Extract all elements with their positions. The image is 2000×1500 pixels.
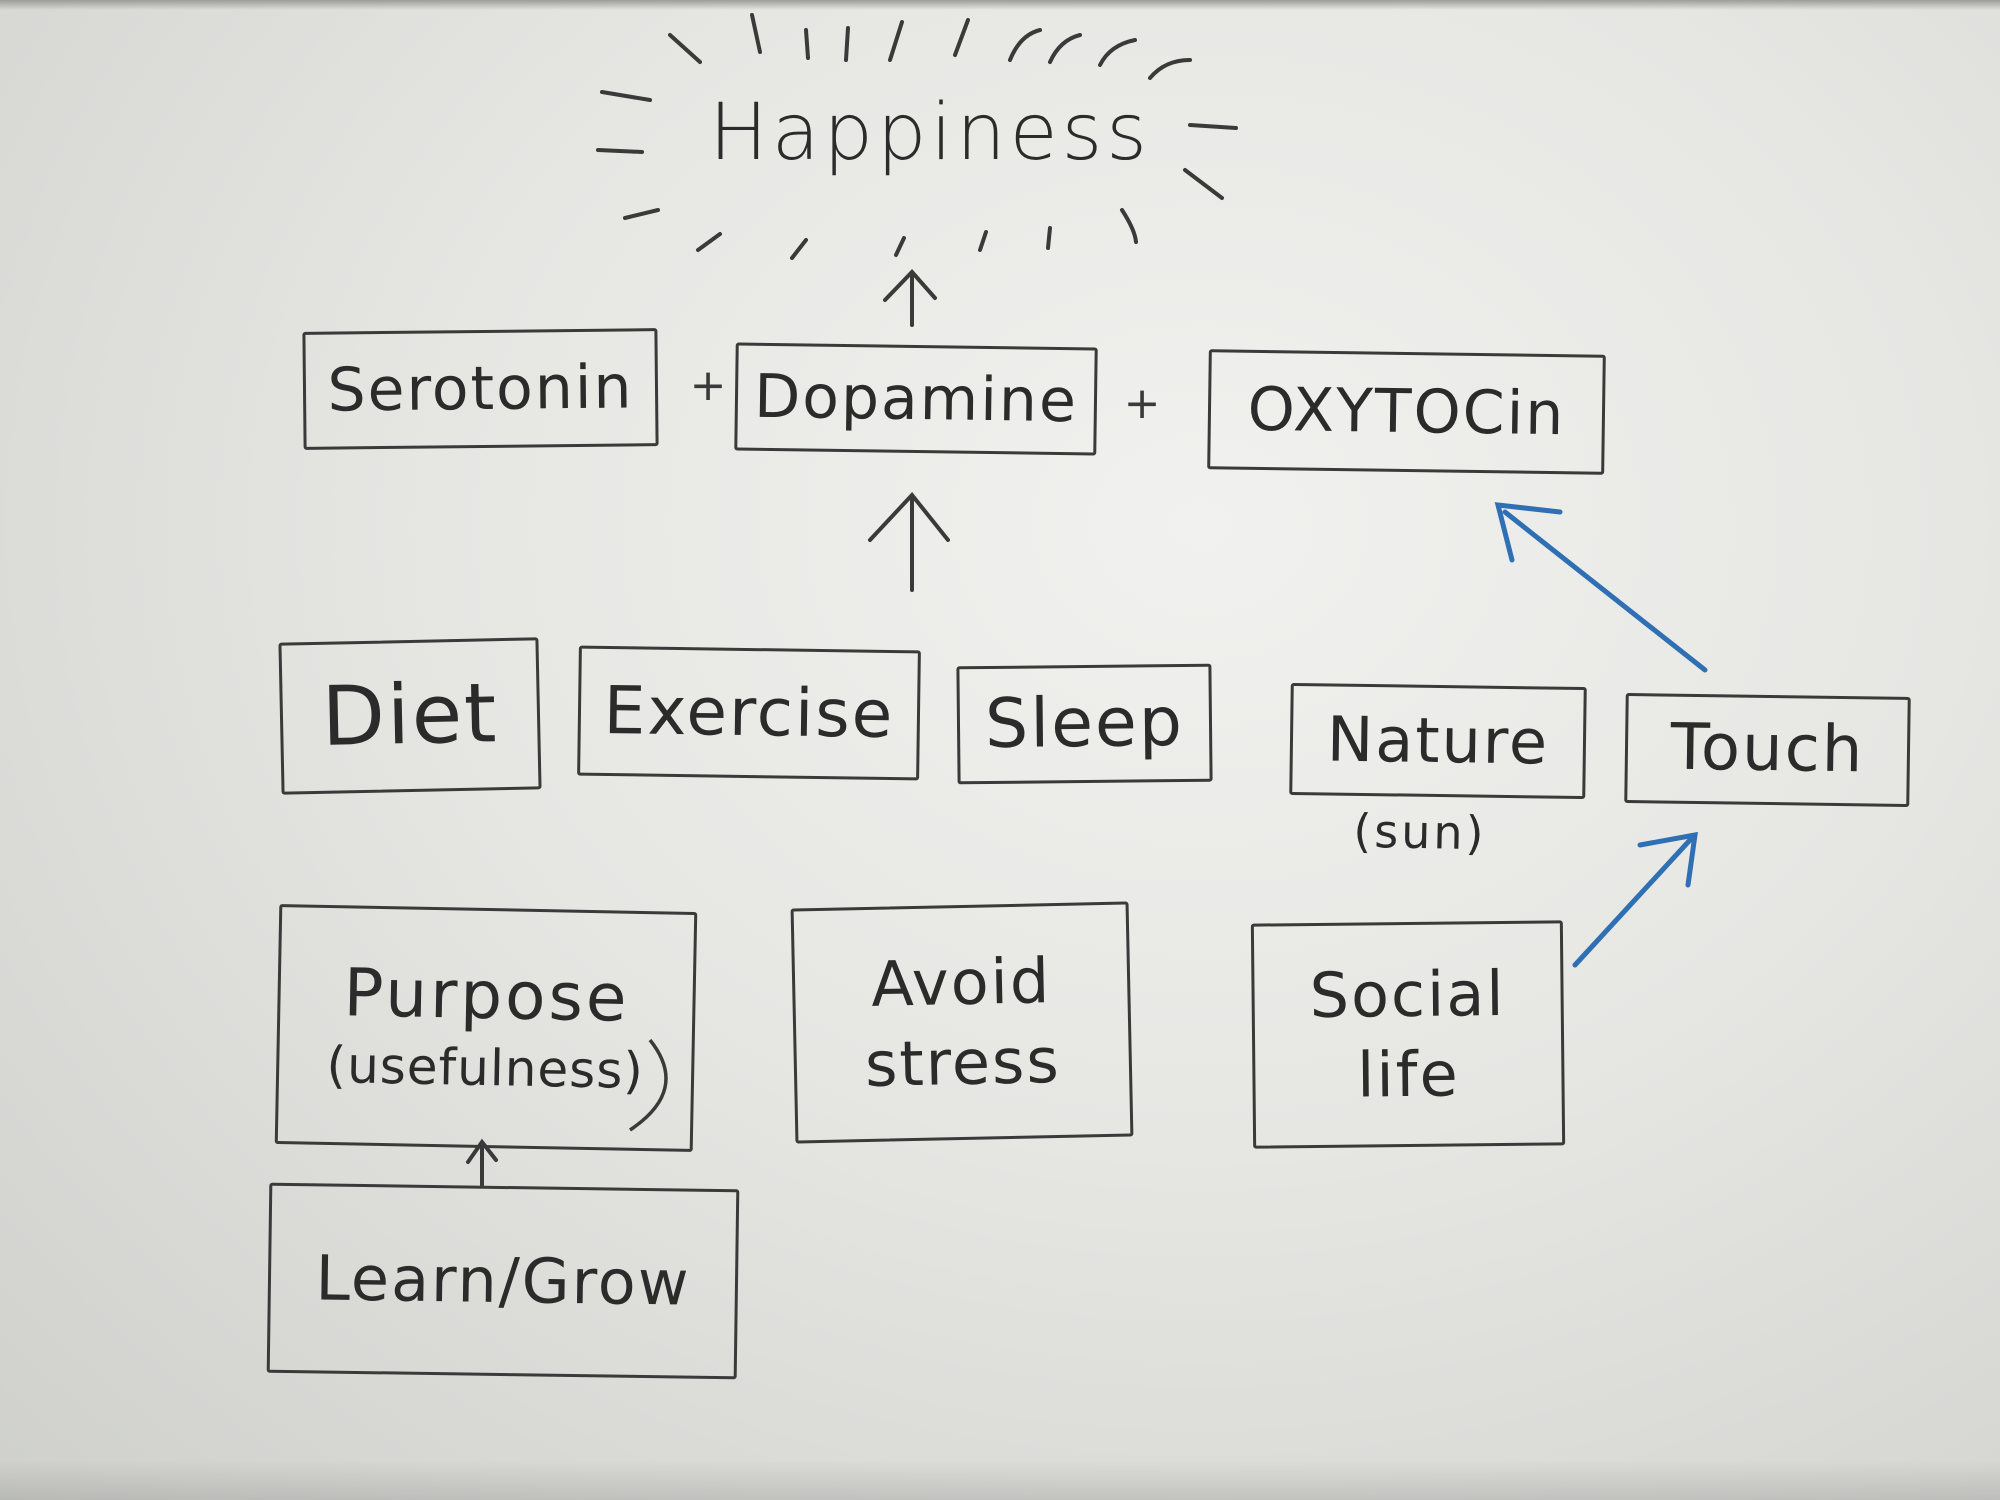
oxytocin-label: OXYTOCin [1247, 374, 1566, 449]
serotonin-label: Serotonin [327, 351, 634, 426]
diet-label: Diet [320, 666, 500, 765]
ray [1008, 28, 1042, 62]
blue-arrows [1494, 502, 1708, 968]
arrowhead [466, 1138, 498, 1164]
serotonin-box: Serotonin [302, 328, 659, 450]
ray [623, 208, 660, 220]
learn-grow-label: Learn/Grow [315, 1241, 691, 1320]
ray [804, 28, 810, 60]
diet-box: Diet [278, 637, 542, 795]
purpose-label: Purpose [342, 954, 631, 1038]
social-label: Social [1309, 957, 1506, 1033]
ray [1048, 33, 1082, 64]
exercise-box: Exercise [577, 645, 921, 781]
ray [596, 148, 644, 154]
paren-stroke [629, 1038, 668, 1132]
arrowhead [1637, 831, 1698, 888]
arrowhead [868, 491, 950, 542]
nature-label: Nature [1326, 702, 1550, 779]
life-label: life [1356, 1036, 1461, 1112]
sunburst-rays [596, 13, 1238, 260]
dopamine-label: Dopamine [753, 361, 1079, 436]
ray [600, 90, 652, 102]
nature-box: Nature [1289, 682, 1587, 800]
arrow-touch-to-oxytocin [1502, 509, 1708, 673]
ray [1120, 208, 1138, 244]
dopamine-box: Dopamine [734, 342, 1098, 456]
avoid-stress-box: Avoid stress [790, 901, 1134, 1144]
ray [953, 18, 970, 57]
ray [1183, 168, 1224, 200]
purpose-box: Purpose (usefulness) [274, 904, 698, 1152]
oxytocin-box: OXYTOCin [1207, 349, 1606, 475]
arrowhead [1494, 502, 1563, 563]
sleep-box: Sleep [956, 663, 1213, 785]
arrow-social-to-touch [1572, 837, 1693, 968]
sleep-label: Sleep [984, 682, 1185, 764]
ray [790, 238, 808, 260]
social-life-box: Social life [1250, 920, 1566, 1149]
touch-box: Touch [1624, 693, 1911, 807]
ray [1188, 123, 1238, 130]
stress-label: stress [864, 1023, 1062, 1101]
board-top-edge [0, 0, 2000, 10]
nature-note: (sun) [1352, 803, 1488, 861]
happiness-title: Happiness [709, 88, 1151, 178]
ray [750, 13, 762, 54]
ray [696, 232, 722, 252]
ray [844, 26, 850, 62]
exercise-label: Exercise [603, 672, 895, 754]
ray [894, 236, 906, 257]
ray [1148, 58, 1192, 80]
touch-label: Touch [1670, 710, 1865, 788]
ray [1046, 226, 1052, 250]
plus-sign-left: + [689, 360, 727, 411]
ray [668, 33, 702, 64]
ray [888, 20, 904, 62]
plus-sign-right: + [1123, 378, 1161, 429]
ray [978, 230, 988, 252]
learn-grow-box: Learn/Grow [266, 1182, 740, 1380]
ray [1098, 38, 1137, 67]
purpose-note: (usefulness) [326, 1036, 645, 1101]
arrowhead [883, 269, 937, 302]
black-arrows [466, 269, 950, 1187]
avoid-label: Avoid [870, 944, 1052, 1022]
